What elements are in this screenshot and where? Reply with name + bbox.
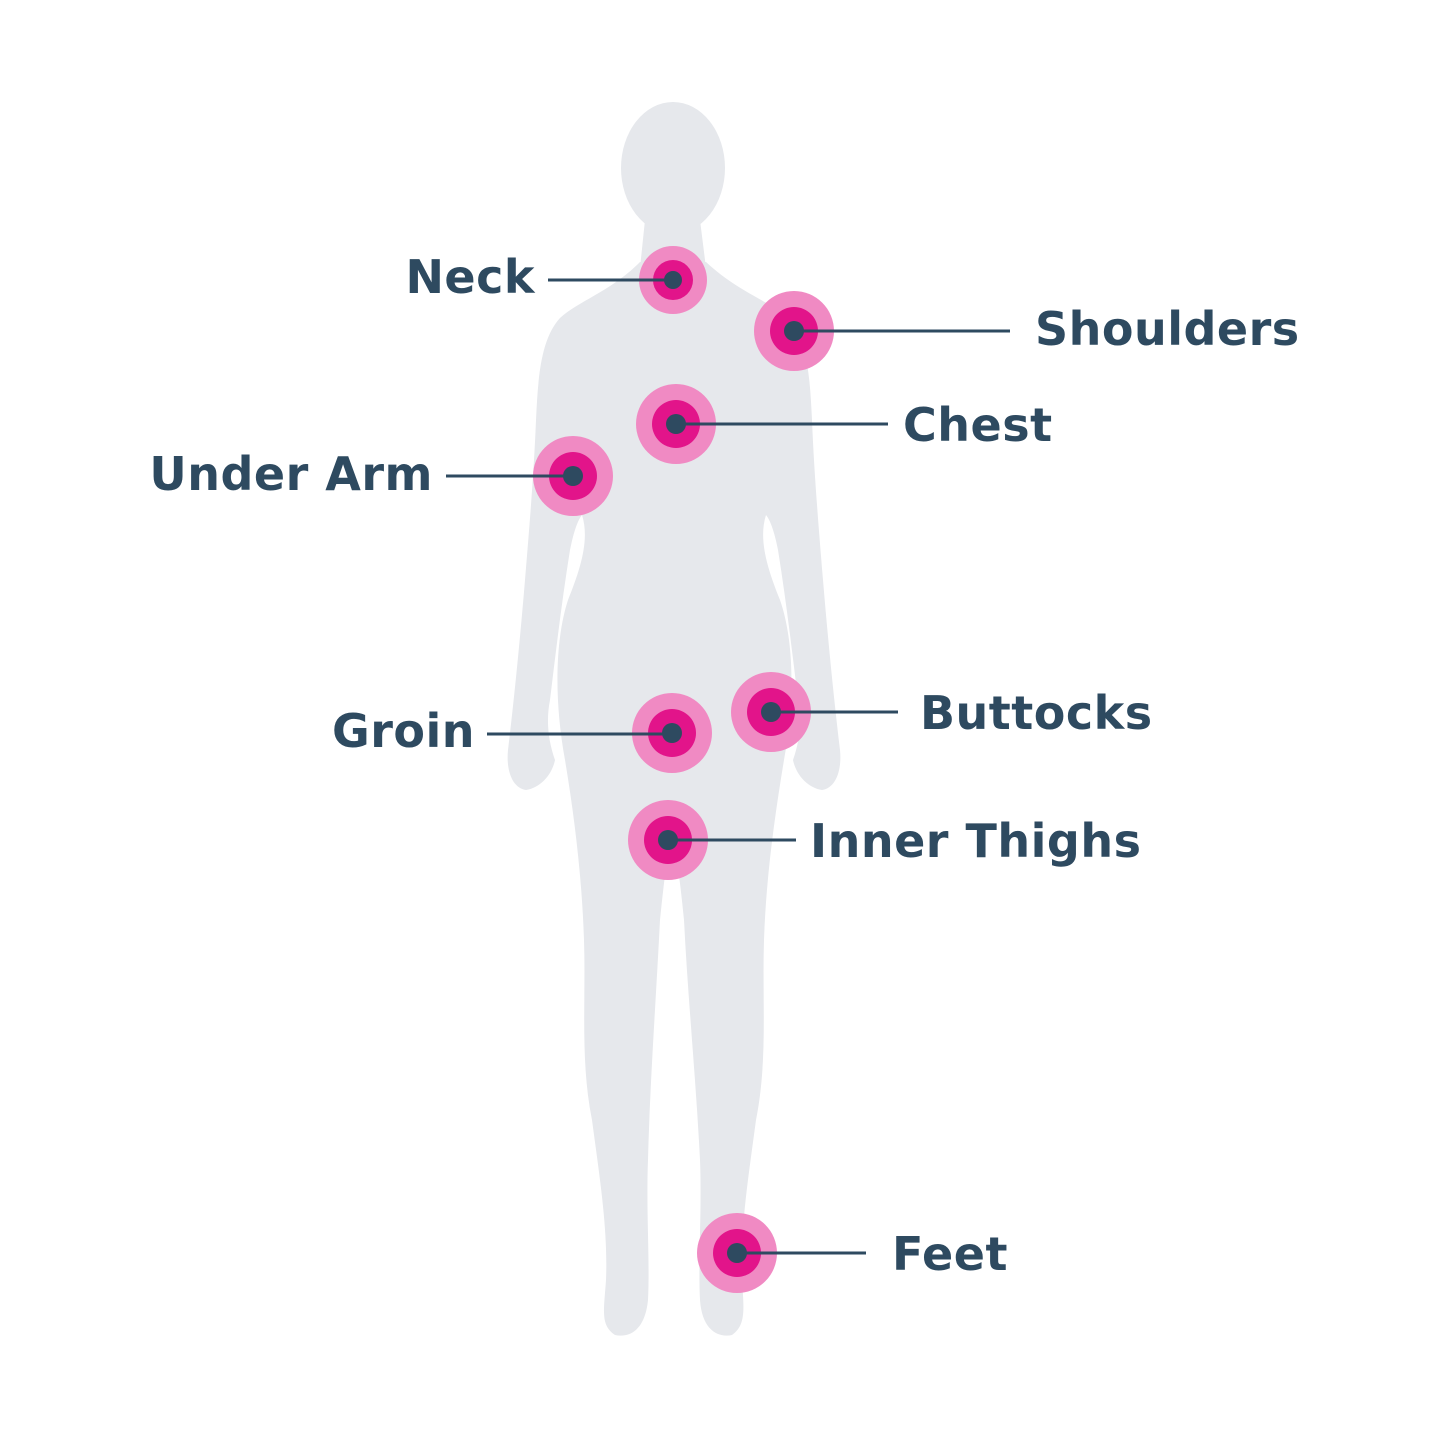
marker-neck: Neck — [405, 246, 707, 314]
marker-under-arm: Under Arm — [149, 436, 613, 516]
label-chest: Chest — [903, 398, 1053, 452]
marker-feet: Feet — [697, 1213, 1008, 1293]
label-feet: Feet — [892, 1227, 1008, 1281]
marker-buttocks: Buttocks — [731, 672, 1153, 752]
label-neck: Neck — [405, 250, 535, 304]
label-under-arm: Under Arm — [149, 447, 433, 501]
marker-shoulders: Shoulders — [754, 291, 1300, 371]
marker-chest: Chest — [636, 384, 1053, 464]
marker-inner-thighs: Inner Thighs — [628, 800, 1141, 880]
label-groin: Groin — [332, 704, 475, 758]
label-shoulders: Shoulders — [1035, 302, 1300, 356]
label-inner-thighs: Inner Thighs — [810, 814, 1141, 868]
marker-groin: Groin — [332, 693, 712, 773]
label-buttocks: Buttocks — [920, 686, 1153, 740]
body-silhouette — [507, 102, 841, 1336]
